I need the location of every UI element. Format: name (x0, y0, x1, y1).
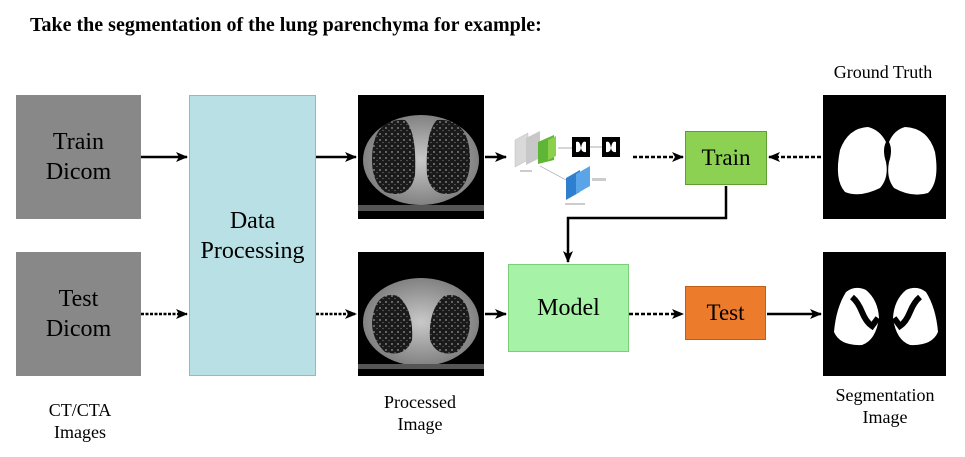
test-box: Test (685, 286, 766, 340)
model-box: Model (508, 264, 629, 352)
train-box: Train (685, 131, 767, 185)
arrow-train-to-model (563, 186, 728, 263)
segmentation-line1: Segmentation (835, 385, 935, 405)
train-dicom-line1: Train (52, 129, 105, 155)
ct-cta-line1: CT/CTA (48, 400, 112, 420)
processed-ct-test-image (358, 252, 484, 376)
ct-cta-line2: Images (54, 422, 106, 442)
test-dicom-line2: Dicom (45, 316, 112, 342)
network-architecture-thumbnail (508, 120, 633, 212)
test-dicom-line1: Test (58, 286, 99, 312)
page-title: Take the segmentation of the lung parenc… (30, 14, 542, 36)
ground-truth-label: Ground Truth (833, 62, 933, 82)
processed-ct-train-image (358, 95, 484, 219)
data-processing-line1: Data (229, 207, 276, 234)
connector-arrows (141, 152, 822, 319)
segmentation-output-image (823, 252, 946, 376)
segmentation-line2: Image (862, 407, 908, 427)
processed-line1: Processed (384, 392, 456, 412)
ground-truth-mask-image (823, 95, 946, 219)
processed-line2: Image (397, 414, 443, 434)
train-dicom-line2: Dicom (45, 159, 112, 185)
data-processing-line2: Processing (200, 237, 305, 264)
